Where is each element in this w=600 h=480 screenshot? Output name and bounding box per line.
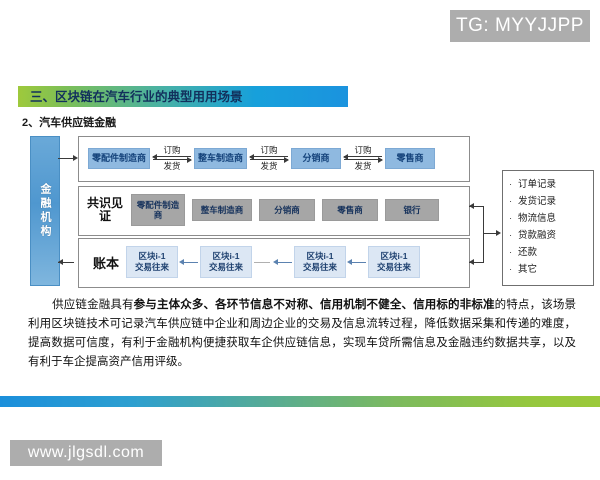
ledger-block-4-tx: 交易往来 — [376, 262, 411, 272]
chain-node-distributor: 分销商 — [291, 147, 342, 169]
consensus-node-distributor: 分销商 — [259, 199, 315, 221]
flow-line-order-2 — [249, 153, 289, 160]
connector-fi-to-ledger — [58, 262, 74, 263]
ledger-block-2-tx: 交易往来 — [208, 262, 243, 272]
flow-line-order-3 — [343, 153, 383, 160]
ledger-arrow-2 — [272, 257, 294, 267]
ledger-block-4-id: 区块i-1 — [380, 251, 408, 261]
consensus-node-retailer: 零售商 — [322, 199, 378, 221]
record-type-item: · 发货记录 — [509, 193, 589, 210]
bullet-dot-icon: · — [509, 230, 513, 241]
ledger-block-1-tx: 交易往来 — [134, 262, 169, 272]
arrowhead-bracket-to-bullets — [496, 230, 501, 236]
bullet-dot-icon: · — [509, 247, 513, 258]
record-type-item: · 订单记录 — [509, 176, 589, 193]
arrowhead-fi-to-ledger — [58, 259, 63, 265]
telegram-watermark: TG: MYYJJPP — [450, 10, 590, 42]
flow-ship-label-2: 发货 — [259, 161, 279, 171]
flow-line-ship-1 — [153, 156, 193, 163]
chain-node-retailer: 零售商 — [385, 147, 436, 169]
record-type-label: 物流信息 — [518, 213, 557, 224]
supply-chain-finance-diagram: 金融机构 零配件制造商 订购 发货 整车制造商 订购 发货 分销商 订购 — [18, 132, 594, 292]
financial-institution-label: 金融机构 — [39, 183, 51, 239]
chain-node-parts-maker: 零配件制造商 — [88, 147, 151, 169]
chain-node-vehicle-maker: 整车制造商 — [194, 147, 248, 169]
section-title-bar — [18, 86, 348, 107]
body-paragraph: 供应链金融具有参与主体众多、各环节信息不对称、信用机制不健全、信用标的非标准的特… — [28, 296, 576, 372]
chain-node-parts-maker-label: 零配件制造商 — [92, 152, 147, 163]
chain-node-vehicle-maker-label: 整车制造商 — [198, 152, 244, 163]
connector-bracket-vertical — [483, 206, 484, 262]
connector-ledger-out — [469, 262, 484, 263]
ledger-arrow-1 — [178, 257, 200, 267]
consensus-node-vehicle-maker-label: 整车制造商 — [200, 205, 244, 215]
flow-pair-2: 订购 发货 — [247, 145, 291, 171]
bottom-gradient-bar — [0, 396, 600, 407]
ledger-block-1-id: 区块i-1 — [138, 251, 166, 261]
record-type-label: 订单记录 — [518, 179, 557, 190]
bullet-dot-icon: · — [509, 213, 513, 224]
consensus-node-parts-maker-label: 零配件制造商 — [136, 200, 180, 220]
record-type-label: 其它 — [518, 264, 538, 275]
connector-consensus-out — [469, 206, 484, 207]
financial-institution-bar: 金融机构 — [30, 136, 60, 286]
record-type-item: · 还款 — [509, 244, 589, 261]
ledger-block-3-id: 区块i-1 — [306, 251, 334, 261]
record-type-label: 贷款融资 — [518, 230, 557, 241]
flow-order-label-1: 订购 — [162, 145, 182, 155]
consensus-node-retailer-label: 零售商 — [337, 205, 363, 215]
ledger-arrow-3 — [346, 257, 368, 267]
consensus-node-bank-label: 银行 — [403, 205, 421, 215]
consensus-node-parts-maker: 零配件制造商 — [131, 194, 185, 226]
connector-fi-to-chain — [58, 158, 74, 159]
record-type-item: · 物流信息 — [509, 210, 589, 227]
ledger-block-4: 区块i-1 交易往来 — [368, 246, 420, 278]
record-type-label: 还款 — [518, 247, 538, 258]
ledger-block-3-tx: 交易往来 — [302, 262, 337, 272]
consensus-row-label: 共识见证 — [86, 196, 123, 223]
flow-pair-1: 订购 发货 — [150, 145, 194, 171]
subsection-title: 2、汽车供应链金融 — [22, 117, 117, 129]
ledger-block-1: 区块i-1 交易往来 — [126, 246, 178, 278]
flow-line-order-1 — [152, 153, 192, 160]
supply-chain-row: 零配件制造商 订购 发货 整车制造商 订购 发货 分销商 订购 发货 零售商 — [80, 138, 466, 178]
ledger-row-label: 账本 — [92, 255, 119, 271]
ledger-ellipsis — [254, 261, 270, 263]
bullet-dot-icon: · — [509, 179, 513, 190]
ledger-block-3: 区块i-1 交易往来 — [294, 246, 346, 278]
flow-line-ship-3 — [344, 156, 384, 163]
flow-order-label-2: 订购 — [259, 145, 279, 155]
section-title: 三、区块链在汽车行业的典型用用场景 — [30, 90, 243, 104]
ledger-block-2: 区块i-1 交易往来 — [200, 246, 252, 278]
consensus-node-bank: 银行 — [385, 199, 439, 221]
paragraph-lead: 供应链金融具有 — [52, 299, 134, 311]
ledger-block-2-id: 区块i-1 — [212, 251, 240, 261]
arrowhead-ledger-out — [469, 259, 474, 265]
consensus-node-vehicle-maker: 整车制造商 — [192, 199, 252, 221]
bullet-dot-icon: · — [509, 264, 513, 275]
record-types-box: · 订单记录 · 发货记录 · 物流信息 · 贷款融资 · 还款 · 其它 — [502, 170, 594, 286]
ledger-row: 账本 区块i-1 交易往来 区块i-1 交易往来 区块i-1 交易往来 区块i-… — [80, 240, 466, 284]
flow-order-label-3: 订购 — [353, 145, 373, 155]
flow-ship-label-3: 发货 — [353, 161, 373, 171]
record-type-label: 发货记录 — [518, 196, 557, 207]
record-type-item: · 其它 — [509, 261, 589, 278]
chain-node-distributor-label: 分销商 — [302, 152, 330, 163]
paragraph-bold-phrase: 参与主体众多、各环节信息不对称、信用机制不健全、信用标的非标准 — [133, 299, 495, 311]
flow-pair-3: 订购 发货 — [341, 145, 385, 171]
record-type-item: · 贷款融资 — [509, 227, 589, 244]
arrowhead-fi-to-chain — [73, 155, 78, 161]
site-watermark: www.jlgsdl.com — [10, 440, 162, 466]
flow-line-ship-2 — [250, 156, 290, 163]
bullet-dot-icon: · — [509, 196, 513, 207]
arrowhead-consensus-out — [469, 203, 474, 209]
chain-node-retailer-label: 零售商 — [396, 152, 424, 163]
connector-bracket-to-bullets — [483, 233, 497, 234]
paragraph-rest: 的特点，该场景利用区块链技术可记录汽车供应链中企业和周边企业的交易及信息流转过程… — [28, 299, 577, 368]
flow-ship-label-1: 发货 — [162, 161, 182, 171]
consensus-node-distributor-label: 分销商 — [274, 205, 300, 215]
consensus-row: 共识见证 零配件制造商 整车制造商 分销商 零售商 银行 — [80, 188, 466, 232]
